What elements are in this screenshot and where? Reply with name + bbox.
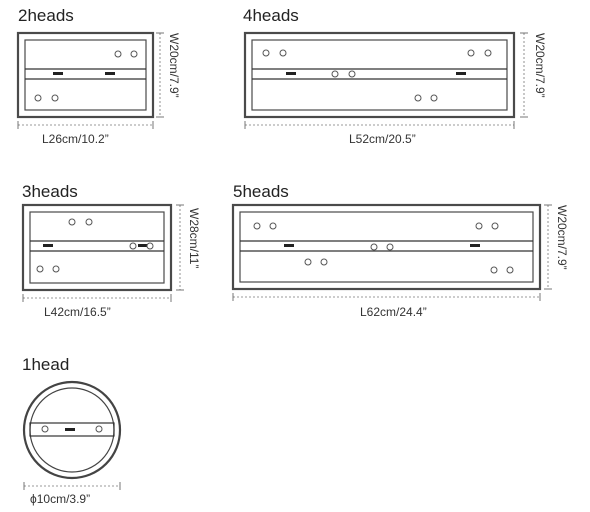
dot-5heads-6 xyxy=(386,243,394,251)
frame-outer-3heads xyxy=(21,203,173,292)
bar-4heads-2 xyxy=(456,72,466,75)
length-label-4heads: L52cm/20.5” xyxy=(349,132,416,146)
bar-3heads-1 xyxy=(43,244,53,247)
title-1head: 1head xyxy=(22,355,69,374)
bar-4heads-1 xyxy=(286,72,296,75)
dot-4heads-5 xyxy=(331,70,339,78)
length-label-3heads: L42cm/16.5” xyxy=(44,305,111,319)
dot-2heads-1 xyxy=(114,50,122,58)
dot-4heads-4 xyxy=(484,49,492,57)
title-5heads: 5heads xyxy=(233,182,289,201)
dot-2heads-4 xyxy=(51,94,59,102)
dot-2heads-3 xyxy=(34,94,42,102)
dot-3heads-3 xyxy=(129,242,137,250)
title-4heads: 4heads xyxy=(243,6,299,25)
dot-5heads-4 xyxy=(491,222,499,230)
variant-1head: 1head ϕ10cm/3.9” xyxy=(22,355,122,506)
title-2heads: 2heads xyxy=(18,6,74,25)
dot-5heads-2 xyxy=(269,222,277,230)
dot-4heads-2 xyxy=(279,49,287,57)
variant-5heads: 5heads W20cm/7.9” L62cm/24.4” xyxy=(231,182,569,319)
dot-5heads-10 xyxy=(506,266,514,274)
title-3heads: 3heads xyxy=(22,182,78,201)
width-label-5heads: W20cm/7.9” xyxy=(555,205,569,270)
dot-5heads-8 xyxy=(320,258,328,266)
width-label-3heads: W28cm/11” xyxy=(187,208,201,268)
length-label-2heads: L26cm/10.2” xyxy=(42,132,109,146)
frame-inner-5heads xyxy=(239,211,534,283)
rail-1head xyxy=(29,422,115,437)
dot-3heads-6 xyxy=(52,265,60,273)
bar-5heads-1 xyxy=(284,244,294,247)
dot-4heads-1 xyxy=(262,49,270,57)
dot-4heads-8 xyxy=(430,94,438,102)
dot-4heads-3 xyxy=(467,49,475,57)
frame-inner-2heads xyxy=(24,39,147,111)
dot-3heads-4 xyxy=(146,242,154,250)
dot-3heads-1 xyxy=(68,218,76,226)
dot-1head-1 xyxy=(41,425,49,433)
width-label-4heads: W20cm/7.9” xyxy=(533,33,547,98)
dot-5heads-7 xyxy=(304,258,312,266)
variant-3heads: 3heads W28cm/11” L42cm/16.5” xyxy=(21,182,201,319)
dot-5heads-5 xyxy=(370,243,378,251)
dot-5heads-3 xyxy=(475,222,483,230)
bar-5heads-2 xyxy=(470,244,480,247)
dot-4heads-6 xyxy=(348,70,356,78)
dot-3heads-5 xyxy=(36,265,44,273)
canopy-outer-1head xyxy=(22,380,122,480)
frame-inner-3heads xyxy=(29,211,165,284)
frame-outer-4heads xyxy=(243,31,516,119)
dot-1head-2 xyxy=(95,425,103,433)
diameter-label-1head: ϕ10cm/3.9” xyxy=(30,492,90,506)
dot-2heads-2 xyxy=(130,50,138,58)
width-label-2heads: W20cm/7.9” xyxy=(167,33,181,98)
bar-2heads-2 xyxy=(105,72,115,75)
dot-3heads-2 xyxy=(85,218,93,226)
bar-2heads-1 xyxy=(53,72,63,75)
dot-5heads-1 xyxy=(253,222,261,230)
variant-2heads: 2heads W20cm/7.9” L26cm/10.2” xyxy=(16,6,181,146)
variant-4heads: 4heads W20cm/7.9” L52cm/20.5” xyxy=(243,6,547,146)
dot-5heads-9 xyxy=(490,266,498,274)
bar-1head xyxy=(65,428,75,431)
dot-4heads-7 xyxy=(414,94,422,102)
length-label-5heads: L62cm/24.4” xyxy=(360,305,427,319)
frame-inner-4heads xyxy=(251,39,508,111)
frame-outer-5heads xyxy=(231,203,542,291)
frame-outer-2heads xyxy=(16,31,155,119)
bar-3heads-2 xyxy=(138,244,148,247)
